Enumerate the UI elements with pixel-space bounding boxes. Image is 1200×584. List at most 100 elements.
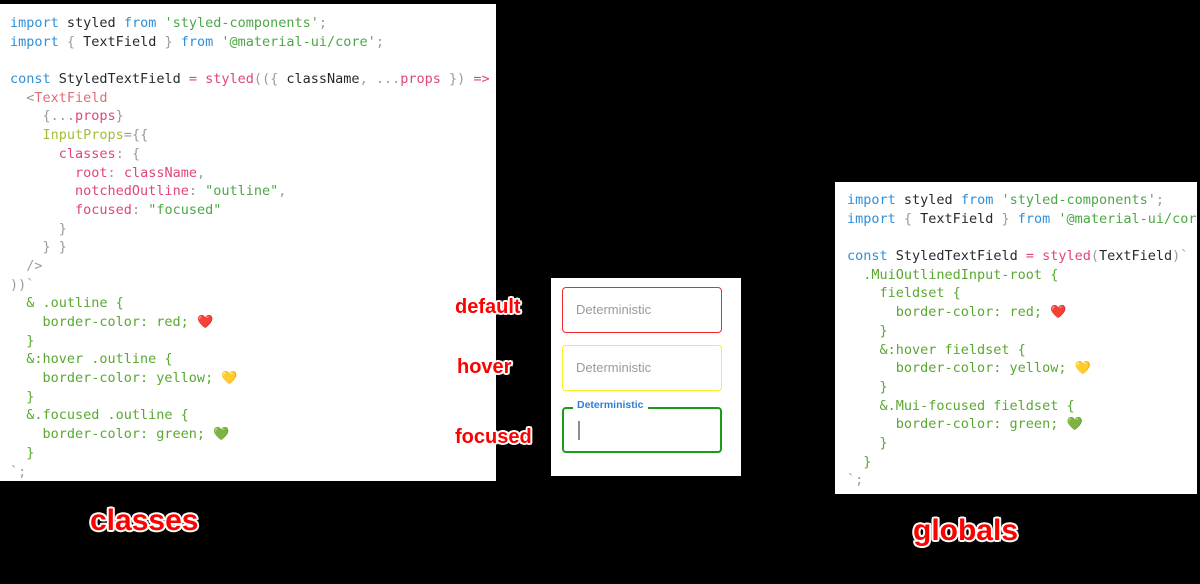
- code-token: }: [847, 434, 888, 451]
- code-token: &.Mui-focused fieldset {: [847, 397, 1075, 414]
- code-token: 💛: [221, 371, 238, 387]
- code-token: .MuiOutlinedInput-root {: [847, 266, 1059, 283]
- code-line: fieldset {: [847, 284, 1197, 303]
- code-token: border-color: yellow;: [847, 360, 1075, 377]
- code-token: StyledTextField: [58, 71, 181, 88]
- code-token: styled: [1042, 248, 1091, 265]
- code-token: 'styled-components': [1001, 192, 1156, 208]
- code-token: }: [10, 444, 35, 461]
- code-line: }: [847, 322, 1197, 341]
- code-token: :: [107, 164, 124, 181]
- textfield-focused[interactable]: Deterministic: [562, 400, 722, 453]
- code-token: <: [10, 89, 35, 106]
- code-token: from: [952, 192, 1002, 208]
- code-token: TextField: [75, 33, 165, 50]
- code-line: const StyledTextField = styled(TextField…: [847, 247, 1197, 266]
- code-line: .MuiOutlinedInput-root {: [847, 266, 1197, 285]
- code-token: [10, 165, 75, 181]
- code-token: '@material-ui/core': [1058, 210, 1197, 227]
- code-line: classes: {: [10, 145, 496, 164]
- code-token: props: [400, 71, 441, 88]
- code-line: &.Mui-focused fieldset {: [847, 397, 1197, 416]
- code-token: notchedOutline: [75, 183, 189, 200]
- code-token: styled: [903, 192, 953, 208]
- code-token: }: [1001, 210, 1010, 227]
- code-line: focused: "focused": [10, 201, 496, 220]
- code-token: border-color: green;: [847, 416, 1067, 433]
- code-token: ;: [318, 15, 328, 31]
- code-token: border-color: yellow;: [10, 370, 222, 387]
- code-token: :: [188, 183, 206, 200]
- textfield-hover[interactable]: Deterministic: [562, 345, 722, 391]
- code-token: {: [270, 71, 287, 88]
- code-token: }: [847, 322, 888, 339]
- code-token: from: [1009, 210, 1059, 227]
- code-line: />: [10, 257, 496, 276]
- code-token: }: [10, 388, 35, 405]
- textfield-default-value: Deterministic: [576, 302, 652, 317]
- code-token: :: [115, 145, 132, 162]
- code-token: border-color: red;: [847, 304, 1051, 321]
- textfield-default[interactable]: Deterministic: [562, 287, 722, 333]
- code-token: (: [1090, 248, 1100, 265]
- code-token: (: [490, 71, 496, 87]
- code-token: ;: [1155, 192, 1165, 208]
- code-token: } }: [10, 239, 67, 256]
- code-line: border-color: red; ❤️: [10, 313, 496, 332]
- code-token: root: [75, 164, 108, 181]
- code-token: 💚: [1066, 417, 1083, 433]
- code-line: border-color: green; 💚: [10, 425, 496, 444]
- code-token: [10, 127, 43, 143]
- code-token: ...: [50, 108, 76, 125]
- code-token: `;: [10, 463, 27, 480]
- code-token: {{: [131, 127, 149, 144]
- code-line: import { TextField } from '@material-ui/…: [847, 210, 1197, 229]
- code-token: TextField: [912, 210, 1002, 227]
- code-token: {: [66, 33, 76, 50]
- code-token: className: [286, 71, 360, 88]
- code-token: import: [847, 192, 904, 208]
- code-line: &:hover .outline {: [10, 350, 496, 369]
- code-token: '@material-ui/core': [221, 33, 376, 50]
- code-line: [847, 228, 1197, 247]
- code-token: [10, 146, 59, 162]
- code-line: border-color: yellow; 💛: [847, 359, 1197, 378]
- code-line: root: className,: [10, 164, 496, 183]
- code-line: }: [10, 444, 496, 463]
- code-token: border-color: green;: [10, 426, 214, 443]
- code-token: & .outline {: [10, 295, 124, 312]
- code-token: focused: [75, 201, 132, 218]
- code-token: from: [115, 15, 165, 31]
- code-line: }: [10, 220, 496, 239]
- code-token: from: [172, 33, 222, 50]
- code-token: ,: [359, 71, 376, 88]
- code-token: =: [1017, 248, 1043, 265]
- code-token: 💛: [1074, 361, 1091, 377]
- code-token: }: [847, 453, 872, 470]
- code-token: 💚: [213, 427, 230, 443]
- code-line: notchedOutline: "outline",: [10, 182, 496, 201]
- annotation-globals-caption: globals: [911, 513, 1019, 549]
- code-line: } }: [10, 238, 496, 257]
- code-line: [10, 51, 496, 70]
- code-token: TextField: [34, 89, 108, 106]
- code-line: `;: [10, 463, 496, 482]
- code-token: import: [10, 15, 67, 31]
- code-line: import styled from 'styled-components';: [10, 14, 496, 33]
- annotation-focused: focused: [454, 425, 534, 450]
- code-token: "focused": [148, 201, 222, 218]
- code-line: }: [10, 332, 496, 351]
- code-token: }: [164, 33, 173, 50]
- code-token: "outline": [205, 183, 279, 200]
- code-line: border-color: green; 💚: [847, 415, 1197, 434]
- code-line: }: [847, 378, 1197, 397]
- code-token: )`: [1172, 248, 1189, 265]
- code-token: fieldset {: [847, 285, 961, 302]
- code-token: :: [131, 201, 149, 218]
- code-token: }: [847, 378, 888, 395]
- code-token: const: [10, 71, 59, 88]
- code-token: }: [440, 71, 458, 88]
- code-line: border-color: yellow; 💛: [10, 369, 496, 388]
- textfield-demo-panel: Deterministic Deterministic Deterministi…: [551, 278, 741, 476]
- code-token: }: [115, 108, 124, 125]
